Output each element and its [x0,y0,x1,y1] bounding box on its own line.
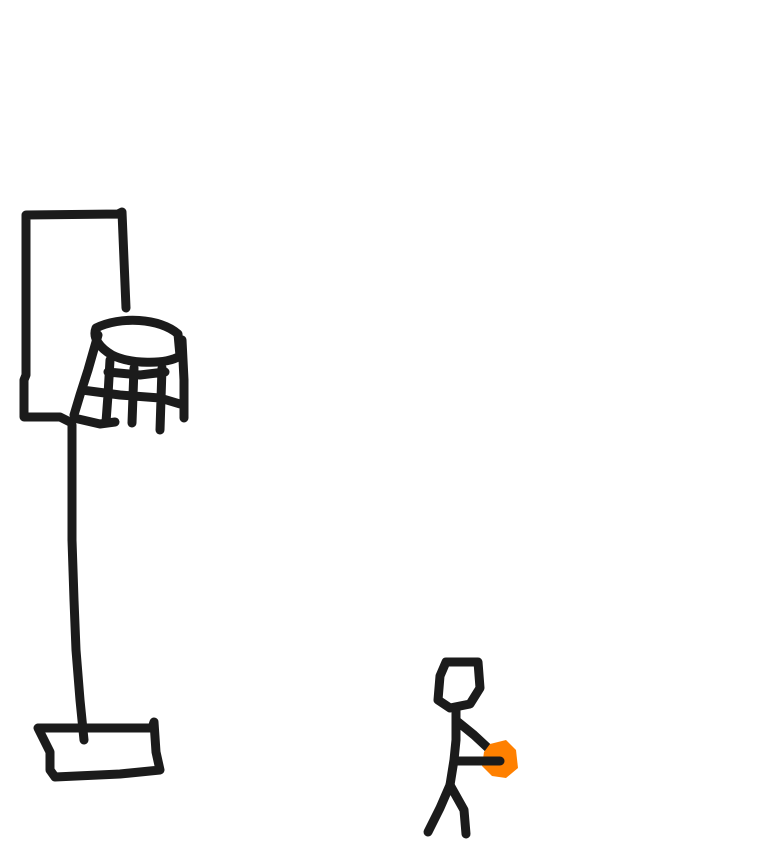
legs [423,780,471,839]
base [33,717,165,782]
arm-upper [453,717,493,753]
pole [67,420,89,745]
head [433,657,485,713]
rim [90,315,185,367]
basketball-hoop-icon [19,207,189,782]
net [69,330,189,435]
backboard [19,207,131,427]
